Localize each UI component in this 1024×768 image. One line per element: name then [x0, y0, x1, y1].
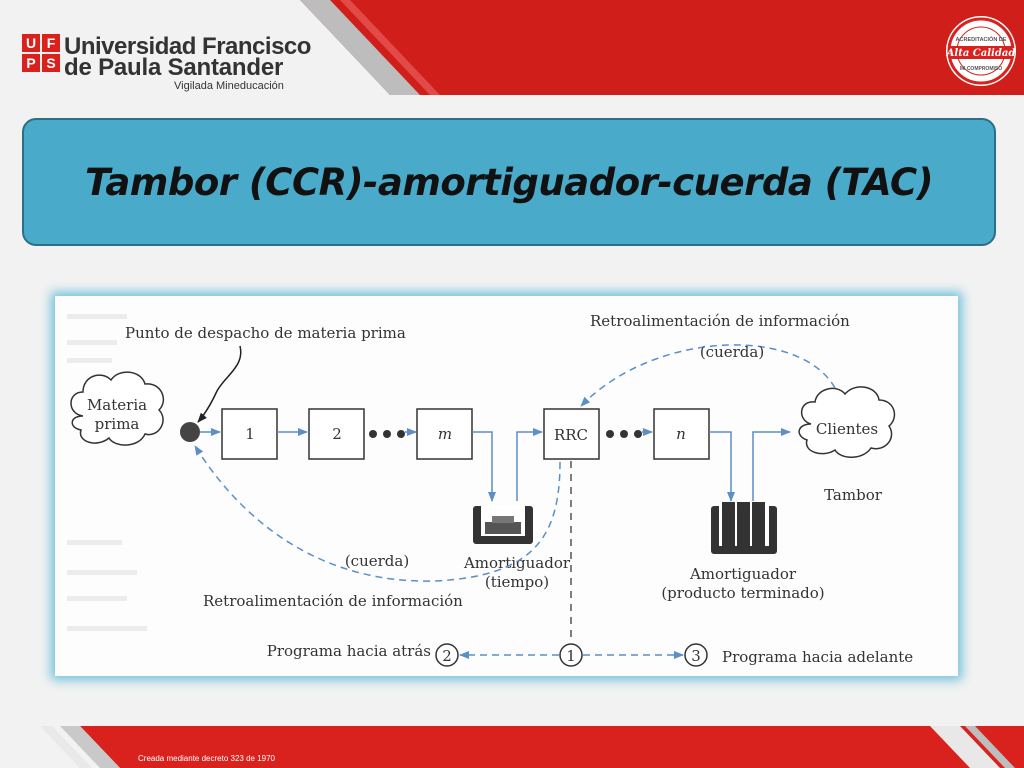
university-name-line1: Universidad Francisco — [64, 33, 311, 60]
rrc-label: RRC — [554, 426, 588, 444]
drum-label: Tambor — [824, 486, 883, 504]
dispatch-point-label: Punto de despacho de materia prima — [125, 324, 406, 342]
station-n-box — [653, 408, 710, 460]
logo-letter-u: U — [26, 35, 36, 51]
station-2-box — [308, 408, 365, 460]
flow-arrow-buffer-to-clients — [752, 428, 791, 501]
node-3-circle — [684, 643, 708, 667]
dispatch-pointer-arrow — [197, 345, 242, 423]
slide-title-box: Tambor (CCR)-amortiguador-cuerda (TAC) — [22, 118, 996, 246]
badge-top-text: ACREDITACIÓN DE — [956, 35, 1007, 43]
tac-diagram-figure: Materia prima Punto de despacho de mater… — [55, 296, 958, 676]
time-buffer-label-2: (tiempo) — [485, 573, 549, 591]
node-2-label: 2 — [442, 647, 452, 665]
dispatch-point-dot — [180, 422, 200, 442]
university-name-line2: de Paula Santander — [64, 54, 284, 81]
node-1-circle — [559, 643, 583, 667]
node-3-label: 3 — [691, 647, 701, 665]
raw-material-cloud: Materia prima — [70, 371, 165, 446]
station-1-label: 1 — [245, 425, 255, 443]
clients-label: Clientes — [816, 420, 878, 438]
node-1-label: 1 — [566, 647, 576, 665]
logo-letter-s: S — [46, 55, 55, 71]
feedback-bottom-label: Retroalimentación de información — [203, 592, 463, 610]
flow-arrow-n-to-buffer — [709, 431, 735, 502]
accreditation-badge: ACREDITACIÓN DE Alta Calidad MI COMPROMI… — [946, 16, 1016, 86]
time-buffer-label-1: Amortiguador — [463, 554, 571, 572]
tac-diagram: Materia prima Punto de despacho de mater… — [55, 296, 958, 676]
flow-arrow-m-to-buffer — [472, 431, 496, 502]
station-n-label: n — [676, 425, 686, 443]
rope-top-label: (cuerda) — [700, 343, 764, 361]
station-m-label: m — [438, 425, 452, 443]
ufps-logo-icon: U F P S — [22, 34, 60, 72]
station-1-box — [221, 408, 278, 460]
raw-material-label-1: Materia — [87, 396, 147, 414]
logo-letter-p: P — [26, 55, 35, 71]
badge-bottom-text: MI COMPROMISO — [960, 66, 1002, 72]
station-2-label: 2 — [332, 425, 342, 443]
raw-material-label-2: prima — [95, 415, 140, 433]
product-buffer-icon — [711, 502, 777, 554]
product-buffer-label-1: Amortiguador — [689, 565, 797, 583]
station-m-box — [416, 408, 473, 460]
ellipsis-dots-1 — [369, 430, 405, 438]
slide-title: Tambor (CCR)-amortiguador-cuerda (TAC) — [84, 160, 934, 204]
node-2-circle — [435, 643, 459, 667]
schedule-back-label: Programa hacia atrás — [267, 642, 431, 660]
badge-main-text: Alta Calidad — [946, 48, 1016, 59]
clients-cloud: Clientes — [798, 386, 896, 458]
rope-feedback-bottom-arrow — [194, 445, 561, 582]
ellipsis-dots-2 — [606, 430, 642, 438]
feedback-top-label: Retroalimentación de información — [590, 312, 850, 330]
footer-band — [0, 718, 1024, 768]
time-buffer-icon — [473, 506, 533, 544]
schedule-forward-label: Programa hacia adelante — [722, 648, 913, 666]
header-band — [0, 0, 1024, 100]
rope-feedback-top-arrow — [580, 344, 836, 407]
university-subline: Vigilada Mineducación — [174, 80, 284, 92]
logo-letter-f: F — [47, 35, 56, 51]
product-buffer-label-2: (producto terminado) — [661, 584, 824, 602]
footer-text: Creada mediante decreto 323 de 1970 — [138, 754, 275, 763]
flow-arrow-buffer-to-rrc — [516, 428, 543, 501]
rrc-box — [543, 408, 600, 460]
rope-bottom-label: (cuerda) — [345, 552, 409, 570]
